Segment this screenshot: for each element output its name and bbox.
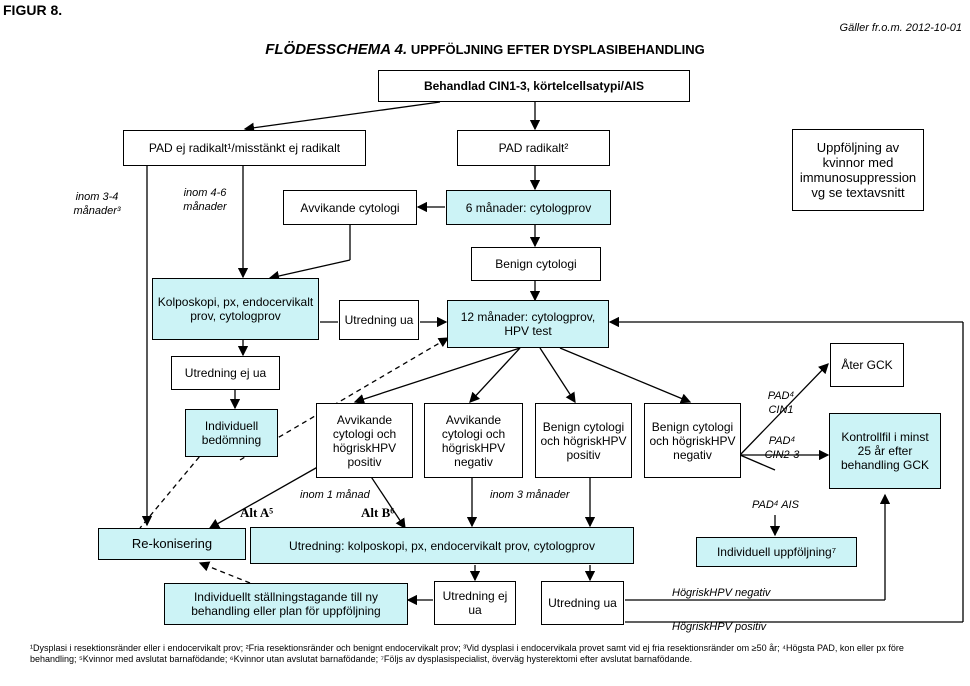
label-pad-cin23: PAD⁴ CIN2-3 (764, 435, 800, 461)
result-abnormal-hpv-positive: Avvikande cytologi och högriskHPV positi… (316, 403, 413, 478)
investigation-main-box: Utredning: kolposkopi, px, endocervikalt… (250, 527, 634, 564)
line-to-ais (739, 454, 776, 471)
arrow-start-to-pad-not-radical (243, 101, 441, 133)
result-abnormal-hpv-negative: Avvikande cytologi och högriskHPV negati… (424, 403, 523, 478)
after-gck-box: Åter GCK (830, 343, 904, 387)
pad-radical-box: PAD radikalt² (457, 130, 610, 166)
arrow-abnormal-to-colposcopy (268, 259, 351, 282)
label-within-3-4-months: inom 3-4 månader³ (73, 191, 121, 217)
investigation-not-ua-box: Utredning ej ua (171, 356, 280, 390)
investigation-ua-box-2: Utredning ua (541, 581, 624, 625)
result-benign-hpv-positive: Benign cytologi och högriskHPV positiv (535, 403, 632, 478)
arrow-to-res-ben-neg (559, 347, 692, 404)
benign-cytology-box: Benign cytologi (471, 247, 601, 281)
arrow-to-res-abn-neg (469, 347, 521, 403)
label-hpv-positive: HögriskHPV positiv (672, 621, 767, 633)
start-box: Behandlad CIN1-3, körtelcellsatypi/AIS (378, 70, 690, 102)
footnote: ¹Dysplasi i resektionsränder eller i end… (30, 643, 904, 664)
reconization-box: Re-konisering (98, 528, 246, 560)
immuno-box: Uppföljning av kvinnor med immunosuppres… (792, 129, 924, 211)
dashed-arrow-decision-to-reconization (198, 561, 251, 584)
pad-not-radical-box: PAD ej radikalt¹/misstänkt ej radikalt (123, 130, 366, 166)
arrow-to-res-ben-pos (539, 347, 576, 404)
individual-decision-box: Individuellt ställningstagande till ny b… (164, 583, 408, 625)
dashed-line-assessment-to-reconization (139, 449, 206, 529)
label-pad-cin1: PAD⁴ CIN1 (767, 390, 795, 416)
result-benign-hpv-negative: Benign cytologi och högriskHPV negativ (644, 403, 741, 478)
title-prefix: FLÖDESSCHEMA 4. (265, 41, 408, 58)
investigation-not-ua-box-2: Utredning ej ua (434, 581, 516, 625)
label-pad-ais: PAD⁴ AIS (752, 499, 799, 511)
arrow-to-res-abn-pos (353, 347, 521, 405)
label-within-4-6-months: inom 4-6 månader (183, 187, 227, 213)
six-months-box: 6 månader: cytologprov (446, 190, 611, 225)
label-within-3-months: inom 3 månader (490, 489, 570, 501)
flowchart-title: FLÖDESSCHEMA 4. UPPFÖLJNING EFTER DYSPLA… (0, 41, 970, 58)
arrow-alt-a (208, 459, 331, 529)
investigation-ua-box-1: Utredning ua (339, 300, 419, 340)
individual-followup-box: Individuell uppföljning⁷ (696, 537, 857, 567)
valid-from-date: Gäller fr.o.m. 2012-10-01 (839, 22, 962, 34)
label-alt-a: Alt A⁵ (240, 505, 274, 520)
abnormal-cytology-box: Avvikande cytologi (283, 190, 417, 225)
figure-label: FIGUR 8. (3, 2, 63, 18)
colposcopy-box: Kolposkopi, px, endocervikalt prov, cyto… (152, 278, 319, 340)
title-rest: UPPFÖLJNING EFTER DYSPLASIBEHANDLING (410, 42, 705, 57)
label-alt-b: Alt B⁶ (361, 505, 395, 520)
control-box: Kontrollfil i minst 25 år efter behandli… (829, 413, 941, 489)
individual-assessment-box: Individuell bedömning (185, 409, 278, 457)
label-hpv-negative: HögriskHPV negativ (672, 587, 771, 599)
twelve-months-box: 12 månader: cytologprov, HPV test (447, 300, 609, 348)
arrow-to-after-gck (739, 363, 829, 456)
label-within-1-month: inom 1 månad (300, 489, 370, 501)
